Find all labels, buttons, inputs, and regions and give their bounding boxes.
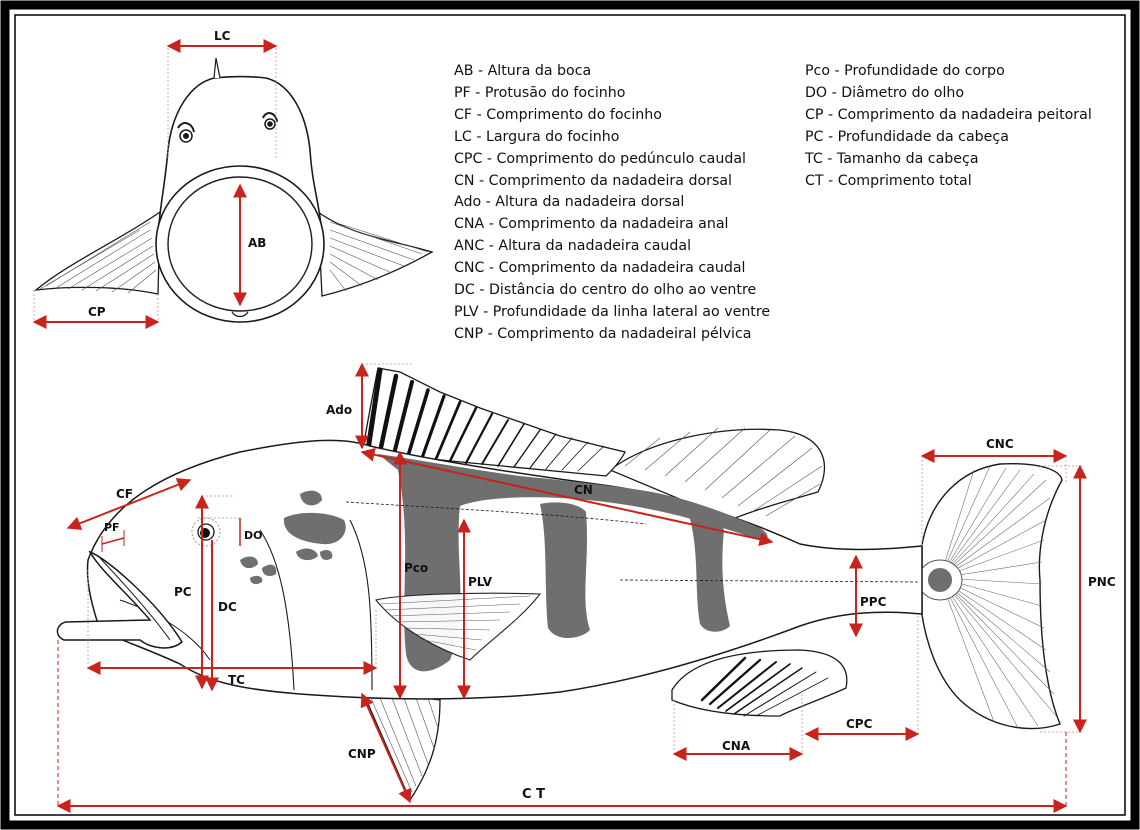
legend-item: CF - Comprimento do focinho [454,105,770,127]
legend-item: CPC - Comprimento do pedúnculo caudal [454,149,770,171]
cnp-label: CNP [348,747,376,761]
cnc-label: CNC [986,437,1014,451]
pc-label: PC [174,585,192,599]
cf-label: CF [116,487,133,501]
legend-item: DC - Distância do centro do olho ao vent… [454,280,770,302]
ppc-label: PPC [860,595,887,609]
cp-measure: CP [34,290,158,322]
fish-front-view [36,58,432,322]
legend-right-column: Pco - Profundidade do corpo DO - Diâmetr… [805,61,1092,192]
legend-item: CNC - Comprimento da nadadeira caudal [454,258,770,280]
pco-label: Pco [404,561,428,575]
legend-item: Ado - Altura da nadadeira dorsal [454,192,770,214]
ado-label: Ado [326,403,352,417]
plv-label: PLV [468,575,493,589]
tc-label: TC [228,673,245,687]
legend-item: PLV - Profundidade da linha lateral ao v… [454,302,770,324]
ct-label: C T [522,787,545,802]
front-right-pectoral-fin [318,212,432,296]
legend-item: LC - Largura do focinho [454,127,770,149]
cpc-label: CPC [846,717,873,731]
fish-side-view [57,368,1062,800]
pf-label: PF [104,521,120,534]
cp-label: CP [88,305,106,319]
legend-item: PF - Protusão do focinho [454,83,770,105]
cna-label: CNA [722,739,751,753]
legend-item: CNA - Comprimento da nadadeira anal [454,214,770,236]
legend-item: CNP - Comprimento da nadadeiral pélvica [454,324,770,346]
do-label: DO [244,529,262,542]
legend-item: Pco - Profundidade do corpo [805,61,1092,83]
legend-item: ANC - Altura da nadadeira caudal [454,236,770,258]
legend-item: CT - Comprimento total [805,171,1092,193]
legend-item: AB - Altura da boca [454,61,770,83]
legend-item: DO - Diâmetro do olho [805,83,1092,105]
cn-label: CN [574,483,593,497]
legend-item: TC - Tamanho da cabeça [805,149,1092,171]
ab-label: AB [248,236,266,250]
legend-item: PC - Profundidade da cabeça [805,127,1092,149]
pnc-label: PNC [1088,575,1116,589]
legend-item: CP - Comprimento da nadadeira peitoral [805,105,1092,127]
lc-label: LC [214,29,231,43]
legend-left-column: AB - Altura da boca PF - Protusão do foc… [454,61,770,346]
legend-item: CN - Comprimento da nadadeira dorsal [454,171,770,193]
dc-label: DC [218,600,237,614]
